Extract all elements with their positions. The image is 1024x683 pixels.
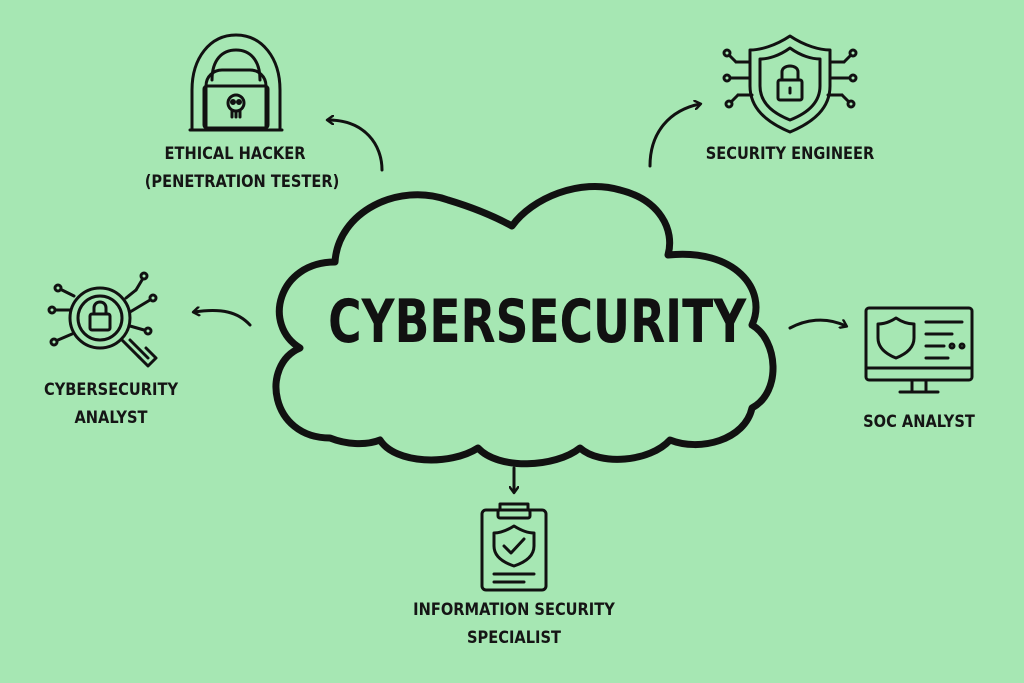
arrow-to-soc-analyst: [788, 318, 846, 330]
arrow-to-cybersecurity-analyst: [194, 311, 252, 327]
infosec-specialist-label-line2: SPECIALIST: [467, 628, 561, 648]
security-engineer-label: SECURITY ENGINEER: [704, 140, 876, 168]
monitor-shield-icon: [864, 306, 974, 394]
ethical-hacker-label: ETHICAL HACKER (PENETRATION TESTER): [144, 140, 340, 196]
ethical-hacker-label-line1: ETHICAL HACKER: [164, 144, 306, 164]
clipboard-shield-check-icon: [480, 502, 548, 592]
soc-analyst-label-line1: SOC ANALYST: [863, 412, 975, 432]
infosec-specialist-label: INFORMATION SECURITY SPECIALIST: [411, 596, 617, 652]
cybersecurity-analyst-label-line2: ANALYST: [74, 408, 148, 428]
cybersecurity-analyst-label: CYBERSECURITY ANALYST: [29, 376, 192, 432]
ethical-hacker-label-line2: (PENETRATION TESTER): [144, 172, 340, 192]
arrow-to-security-engineer: [648, 104, 700, 168]
security-engineer-label-line1: SECURITY ENGINEER: [705, 144, 875, 164]
cloud-shape: [272, 183, 777, 468]
magnifier-lock-circuit-icon: [47, 271, 158, 368]
cybersecurity-analyst-label-line1: CYBERSECURITY: [43, 380, 179, 400]
arrow-to-ethical-hacker: [328, 120, 384, 172]
soc-analyst-label: SOC ANALYST: [853, 408, 985, 436]
hooded-hacker-laptop-skull-icon: [188, 33, 284, 132]
central-title: CYBERSECURITY: [328, 287, 747, 357]
infosec-specialist-label-line1: INFORMATION SECURITY: [413, 600, 615, 620]
shield-lock-circuit-icon: [722, 34, 858, 134]
